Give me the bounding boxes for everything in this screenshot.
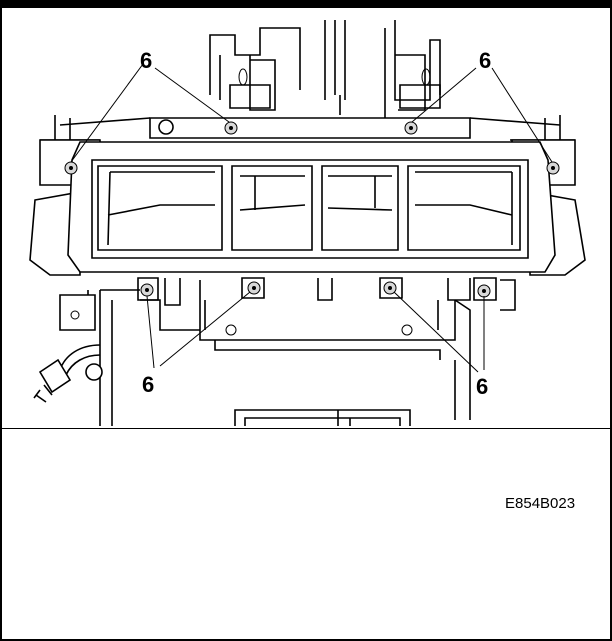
callout-6-top-right: 6	[479, 48, 491, 73]
figure-divider	[0, 428, 612, 429]
callout-6-bottom-left: 6	[142, 372, 154, 397]
callout-6-top-left: 6	[140, 48, 152, 73]
lower-housing	[59, 277, 516, 426]
screw-fasteners	[64, 121, 560, 336]
wire-harness-connector	[33, 344, 103, 403]
vent-duct-housing	[67, 141, 556, 273]
upper-bracket-structure	[209, 20, 441, 120]
callout-leader-lines	[70, 63, 553, 373]
callout-6-bottom-right: 6	[476, 374, 488, 399]
figure-code: E854B023	[505, 495, 576, 512]
top-border-bar	[0, 0, 612, 8]
